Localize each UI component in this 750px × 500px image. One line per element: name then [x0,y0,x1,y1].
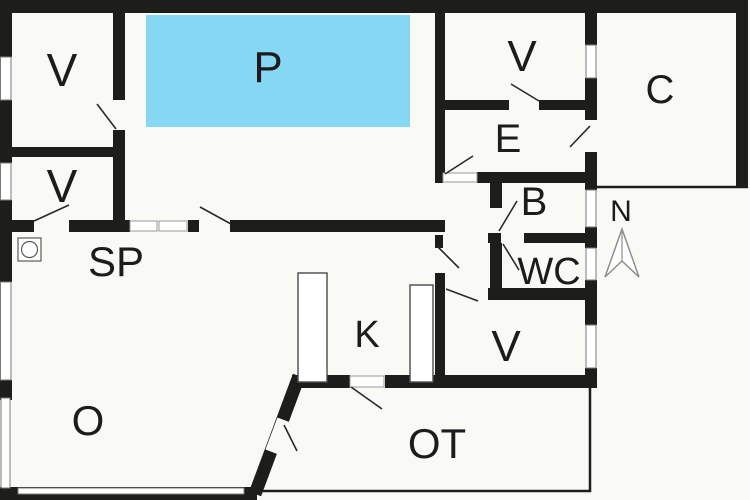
compass-n-label: N [610,195,632,228]
wall [435,273,445,385]
wall [0,380,12,400]
wall [435,13,445,178]
wall [585,280,597,325]
door-swing-line [33,204,70,222]
pool [146,15,410,127]
door-threshold [349,375,385,388]
window [0,56,12,101]
room-label-wc: WC [517,251,581,293]
wall [435,172,443,183]
counter [297,272,328,383]
window [585,247,597,281]
wall [113,130,125,222]
door-opening [265,417,291,455]
door-swing-line [96,103,117,130]
room-label-v-bottom: V [491,322,521,371]
wall [490,243,502,288]
wall [385,375,597,388]
diagonal-wall [248,373,306,497]
washing-machine-icon [17,237,42,262]
wall [585,152,597,190]
window [585,44,597,79]
window [585,324,597,369]
room-label-v-top-left: V [46,44,78,96]
counter [409,284,434,383]
door-swing-line [510,83,540,102]
wall [488,233,501,243]
room-label-pool: P [253,43,283,92]
door-swing-line [498,200,518,232]
room-label-v-mid-left: V [46,160,78,212]
wall [188,220,199,232]
room-label-ot: OT [407,420,467,467]
door-threshold [158,220,188,232]
room-label-o: O [71,397,105,444]
window [0,397,11,489]
door-swing-line [199,206,232,225]
door-swing-line [502,243,520,271]
door-swing-line [444,155,474,175]
thresholds [129,172,478,388]
wall [736,2,748,186]
door-swings [33,83,591,452]
wall [585,368,597,388]
wall [585,13,597,45]
room-label-e: E [494,117,522,161]
north-arrow-icon [604,226,640,278]
room-label-c: C [645,68,675,112]
door-swing-line [350,386,383,410]
window [585,189,597,228]
wall [0,147,125,157]
wall [0,200,12,282]
windows [0,44,597,495]
thin-outlines [255,185,748,493]
room-label-b: B [520,180,548,224]
wall [539,100,585,110]
kitchen-counters [297,272,434,383]
room-label-k: K [354,314,380,356]
window [0,162,12,201]
wall [435,235,443,248]
room-label-sp: SP [87,238,145,285]
door-threshold [442,172,478,183]
wall [69,220,130,232]
wall [585,227,597,248]
window [0,281,12,381]
door-swing-line [569,125,591,148]
wall [230,220,445,232]
window [17,487,245,495]
wall [585,78,597,120]
wall [490,183,502,208]
wall [443,100,509,110]
wall [0,13,12,57]
door-swing-line [283,424,298,452]
wall [12,220,34,232]
door-swing-line [445,288,479,302]
wall [477,172,587,183]
washing-machine-drum [20,240,39,259]
wall [488,288,597,300]
wall [113,13,125,100]
door-threshold [129,220,158,232]
wall [0,0,748,13]
wall [524,233,587,243]
door-swing-line [437,246,460,269]
room-label-v-top-right: V [507,32,537,81]
